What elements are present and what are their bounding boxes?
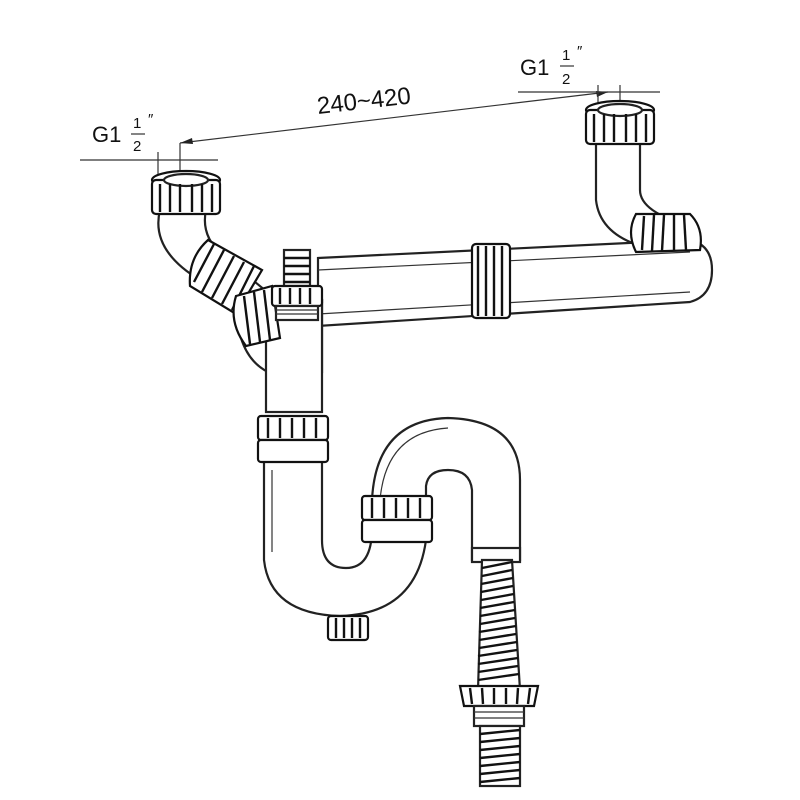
cross-pipe [316,238,714,328]
left-inlet-nut [150,169,222,216]
svg-text:1: 1 [562,47,570,64]
trap-inlet-nut [256,414,330,464]
trap-cleanout-plug [326,614,370,642]
span-dimension-label: 240~420 [316,82,413,119]
svg-text:″: ″ [148,111,154,128]
svg-text:″: ″ [577,43,583,60]
right-thread-label: G1 1 2 ″ [520,43,583,88]
svg-text:2: 2 [562,71,570,88]
dimension-annotations: 240~420 G1 1 2 ″ G1 1 2 ″ [80,43,660,186]
span-dimension-line [179,91,609,144]
flexible-outlet-hose [470,546,522,692]
tee-side-nut [232,284,282,348]
span-arrow-left [180,138,193,144]
svg-text:G1: G1 [520,55,549,80]
overflow-hose-connector [270,248,324,322]
trap-middle-nut [360,494,434,544]
outlet-adapter-nut [458,684,540,728]
svg-text:1: 1 [133,115,141,132]
svg-text:G1: G1 [92,122,121,147]
outlet-corrugated-tail [478,724,522,788]
right-inlet-nut [584,99,656,146]
right-elbow-nut [629,212,702,254]
svg-text:2: 2 [133,138,141,155]
cross-pipe-coupling-nut [470,242,512,320]
left-thread-label: G1 1 2 ″ [92,111,154,155]
